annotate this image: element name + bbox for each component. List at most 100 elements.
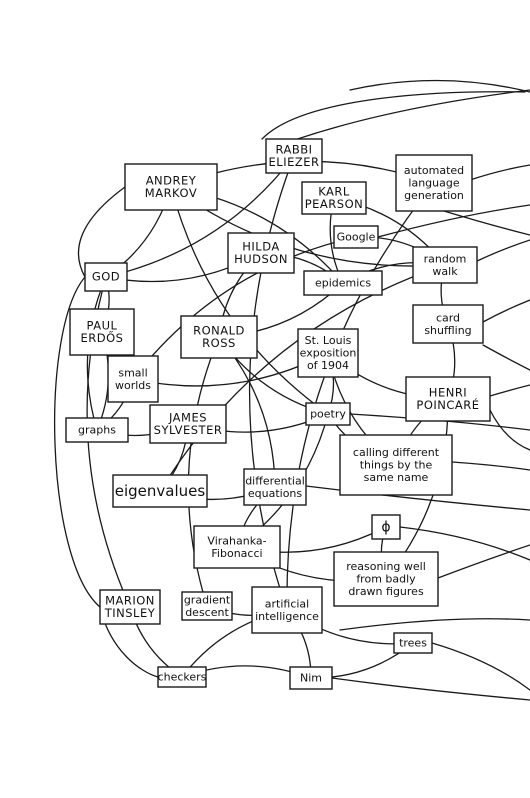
node-google: Google [333,225,379,249]
offpage-edge [331,677,530,701]
node-label: Nim [300,672,322,685]
node-box [243,468,307,506]
node-label: Fibonacci [211,547,262,560]
offpage-edge [305,485,530,511]
offpage-edge [489,409,530,451]
node-label: MARKOV [145,186,197,200]
node-label: calling different [353,446,440,459]
node-poetry: poetry [305,402,351,426]
node-box [301,181,367,215]
node-box [371,514,401,540]
edge-ross-diffeq [218,336,276,488]
node-box [251,586,323,634]
node-box [99,589,161,625]
node-label: HUDSON [234,252,288,266]
node-label: automated [404,164,464,177]
node-label: trees [399,637,427,650]
node-box [333,551,439,607]
node-label: poetry [310,408,346,421]
node-box [412,304,484,344]
node-box [412,246,478,284]
node-box [124,163,218,211]
node-label: KARL [318,184,350,198]
offpage-edge [451,461,530,471]
node-label: ANDREY [146,173,197,187]
node-label: ERDŐS [81,330,124,345]
node-label: eigenvalues [115,482,206,500]
node-checkers: checkers [157,666,207,688]
node-label: TINSLEY [104,606,156,620]
node-box [303,270,383,296]
node-box [297,328,359,378]
node-label: card [436,311,460,324]
node-label: shuffling [424,324,471,337]
node-label: graphs [78,424,116,437]
node-box [333,225,379,249]
node-label: differential [245,474,305,487]
node-box [395,154,473,212]
edge-google-smallworlds [132,236,357,380]
node-label: MARION [105,593,155,607]
node-label: GOD [92,270,120,284]
node-label: from badly [356,573,416,586]
node-box [84,262,128,292]
node-label: artificial [265,597,309,610]
node-box [193,525,281,569]
node-label: same name [364,471,429,484]
offpage-edge [339,618,530,631]
node-box [227,232,295,274]
node-box [149,404,227,444]
node-virahanka: Virahanka-Fibonacci [193,525,281,569]
edge-eigen-randomwalk [159,264,446,492]
node-label: language [408,177,459,190]
node-label: random [424,252,467,265]
offpage-edge [482,299,530,323]
node-label: of 1904 [307,359,349,372]
offpage-edge [482,344,530,371]
node-trees: trees [393,632,433,654]
node-label: St. Louis [305,334,352,347]
node-box [69,308,135,356]
node-box [339,434,453,496]
node-box [107,355,159,403]
node-box [157,666,207,688]
node-label: worlds [115,379,151,392]
node-label: exposition [300,347,357,360]
node-label: PEARSON [305,197,364,211]
node-nim: Nim [289,666,333,690]
node-label: ROSS [202,336,236,350]
offpage-edge [431,642,530,691]
node-box [265,138,323,174]
node-label: Google [337,231,376,244]
node-box [393,632,433,654]
loop-edge [53,276,101,608]
edge-ai-autolang [286,182,435,611]
node-box [112,474,208,508]
node-label: things by the [360,459,433,472]
node-phi: ϕ [371,514,401,540]
node-label: JAMES [168,410,207,424]
node-label: PAUL [87,318,118,332]
node-label: epidemics [315,277,371,290]
node-label: drawn figures [348,585,424,598]
edge-rabbi-god [105,155,295,278]
node-label: checkers [158,671,207,684]
node-graphs: graphs [65,417,129,443]
